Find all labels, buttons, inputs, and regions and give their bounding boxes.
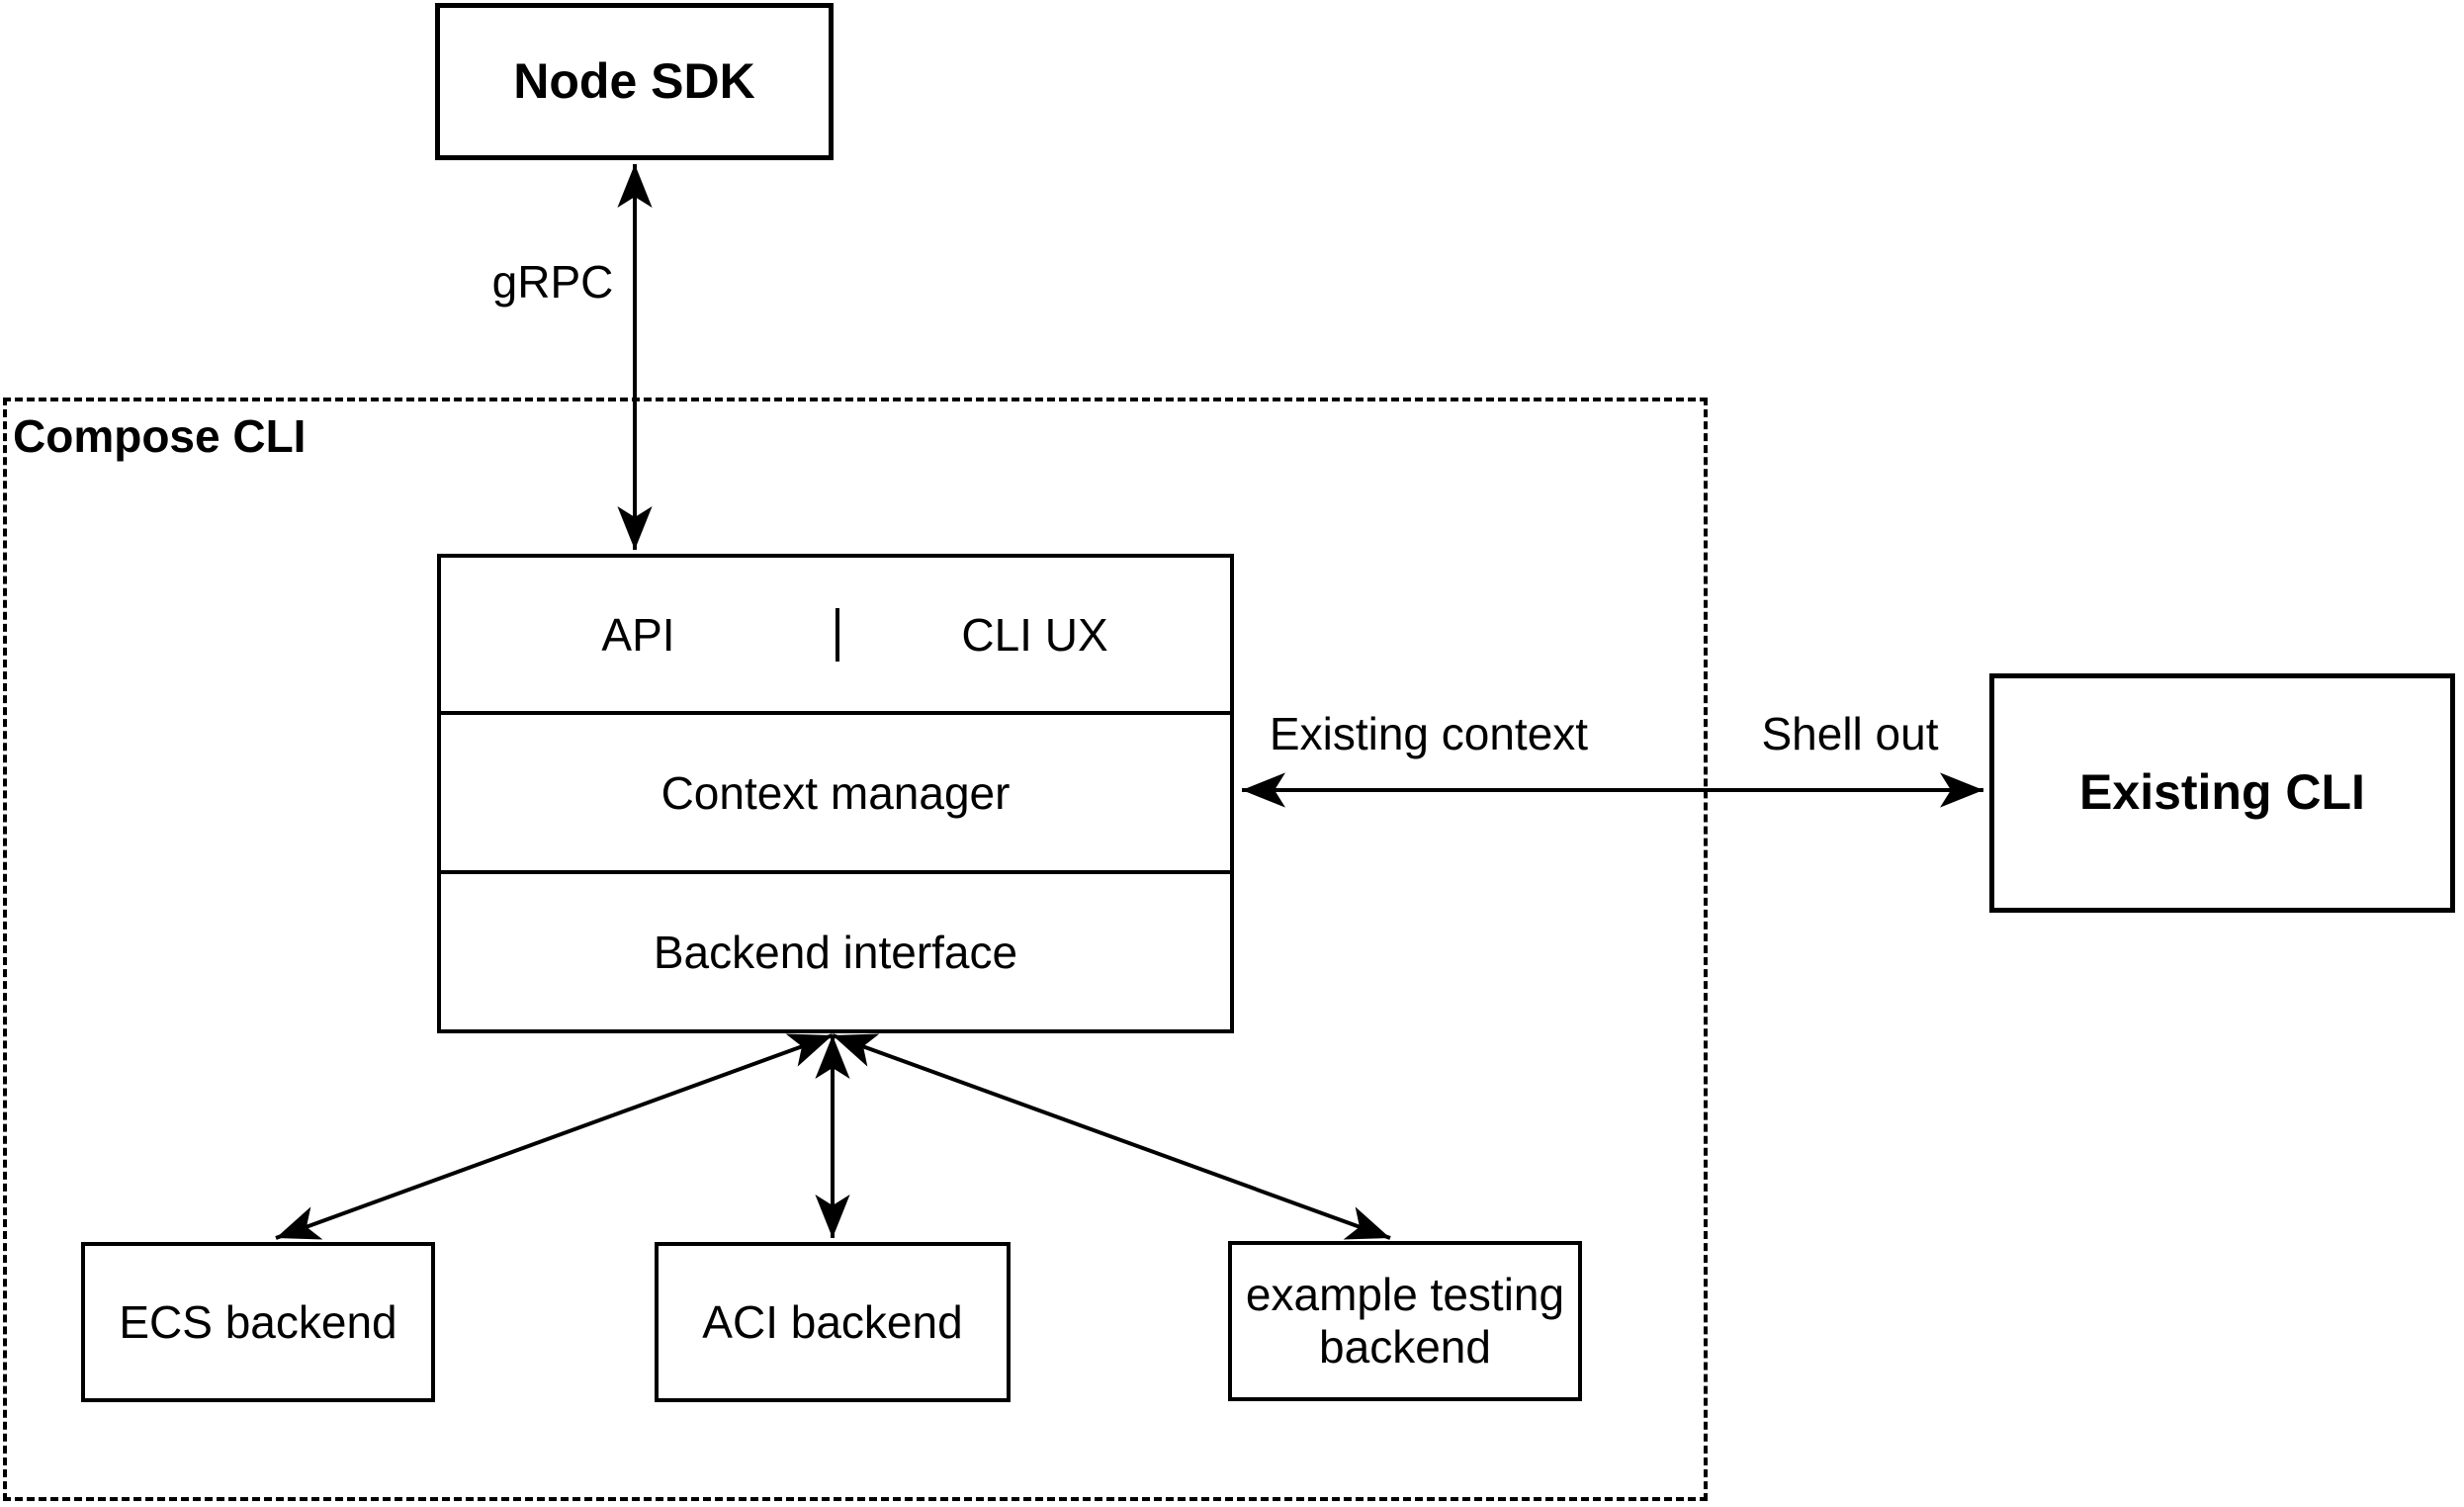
node-sdk-box: Node SDK [435,3,834,160]
existing-context-edge-label: Existing context [1265,707,1593,760]
api-cliux-row: API CLI UX [441,558,1230,711]
aci-backend-label: ACI backend [702,1295,963,1348]
context-manager-label: Context manager [660,766,1011,819]
backend-interface-label: Backend interface [653,926,1018,978]
compose-cli-core-box: API CLI UX Context manager Backend inter… [437,554,1234,1033]
shell-out-edge-label: Shell out [1757,707,1943,760]
node-sdk-label: Node SDK [513,52,755,109]
compose-cli-group-label: Compose CLI [13,410,307,462]
existing-cli-label: Existing CLI [2079,764,2365,821]
backend-interface-cell: Backend interface [441,870,1230,1029]
backend-ecs-edge-line [275,1033,834,1240]
existing-cli-box: Existing CLI [1989,673,2455,913]
aci-backend-box: ACI backend [655,1242,1011,1402]
cli-ux-label: CLI UX [961,608,1108,661]
compose-cli-group: Compose CLI [3,398,1708,1501]
api-label: API [601,608,675,661]
cli-ux-cell: CLI UX [839,608,1230,662]
backend-example-edge-line [832,1033,1391,1240]
ecs-backend-label: ECS backend [119,1295,397,1348]
context-manager-cell: Context manager [441,711,1230,870]
grpc-edge-label: gRPC [487,255,618,309]
ecs-backend-box: ECS backend [81,1242,435,1402]
example-testing-backend-box: example testing backend [1228,1241,1582,1401]
api-cell: API [441,607,839,662]
example-testing-backend-label: example testing backend [1245,1269,1565,1373]
